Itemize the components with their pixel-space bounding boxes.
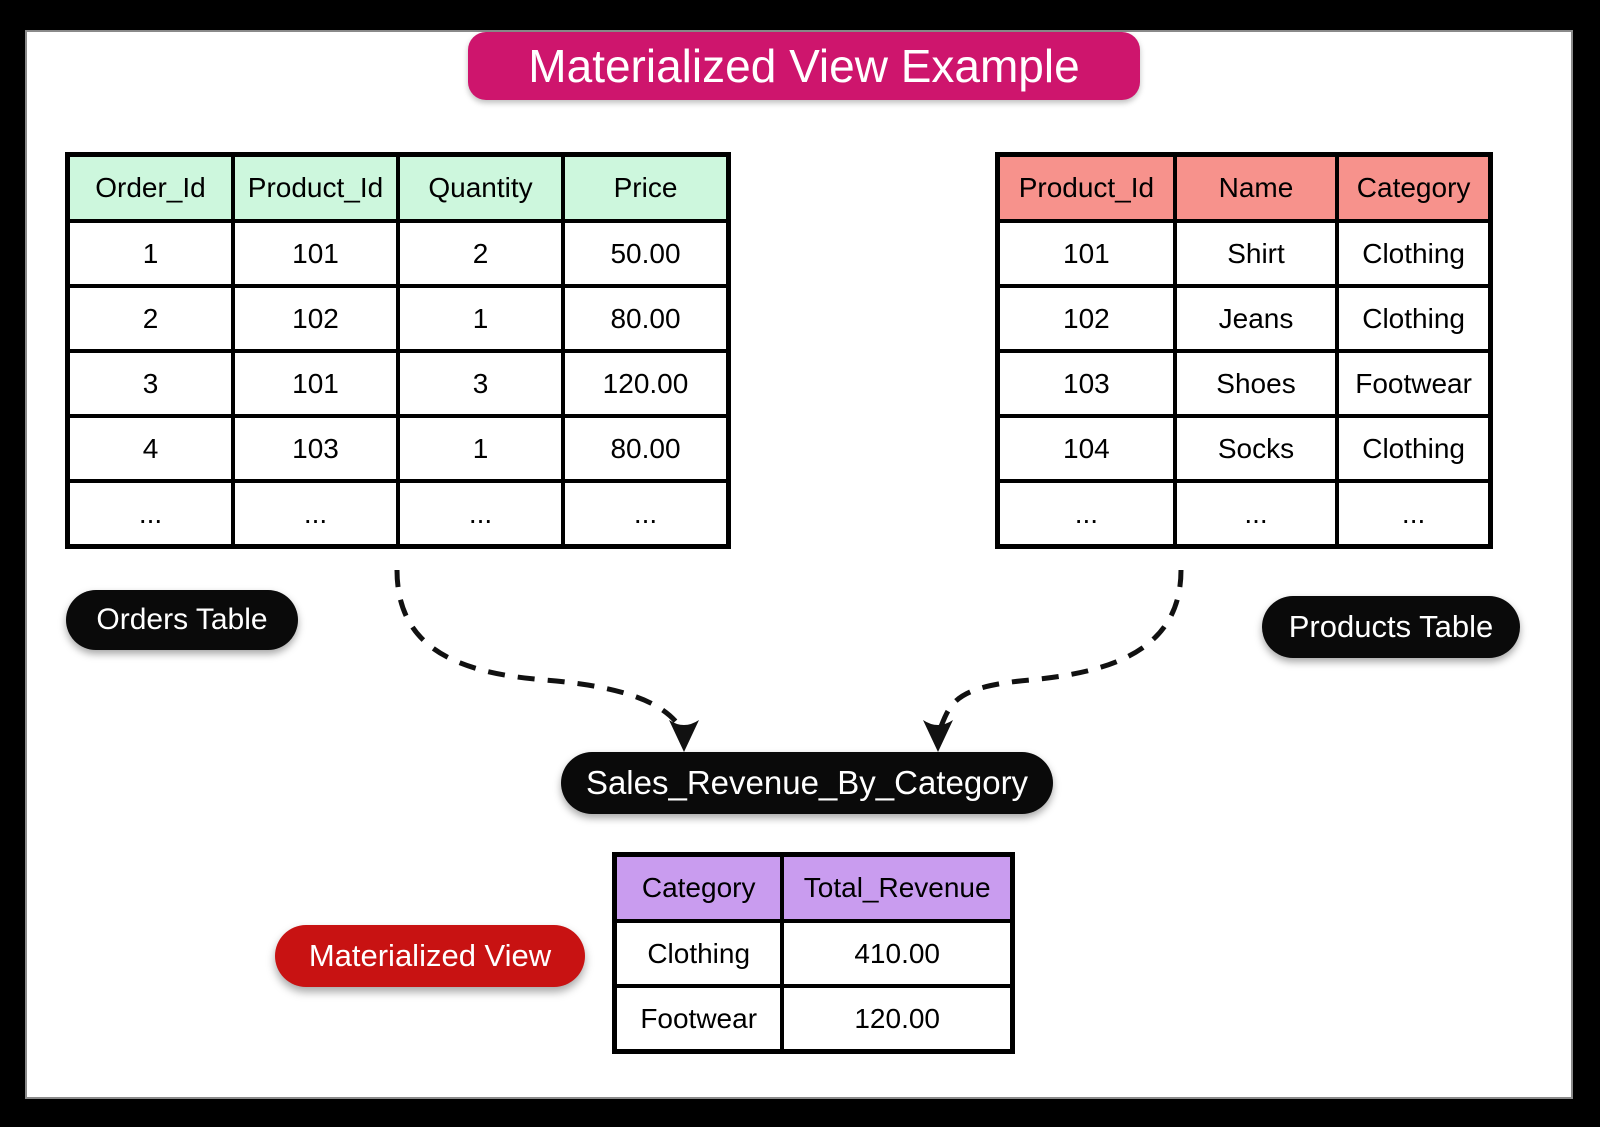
table-cell: 410.00 [780,919,1015,988]
table-cell: 1 [65,219,235,288]
table-cell: 102 [995,284,1177,353]
column-header: Quantity [395,152,565,223]
table-cell: Clothing [1335,414,1493,483]
column-header: Name [1172,152,1340,223]
column-header: Product_Id [230,152,400,223]
table-row: ............ [65,479,731,549]
table-cell: ... [65,479,235,549]
table-cell: 103 [230,414,400,483]
column-header: Category [1335,152,1493,223]
products-table-label: Products Table [1262,596,1520,658]
table-cell: 50.00 [560,219,731,288]
page-title-label: Materialized View Example [528,40,1080,92]
materialized-view-label-text: Materialized View [308,938,552,973]
table-cell: ... [995,479,1177,549]
materialized-view-label: Materialized View [275,925,585,987]
table-cell: Jeans [1172,284,1340,353]
table-cell: 80.00 [560,284,731,353]
orders-table-label-text: Orders Table [96,603,268,636]
table-cell: Shirt [1172,219,1340,288]
table-cell: Clothing [612,919,785,988]
table-cell: 2 [65,284,235,353]
table-cell: 120.00 [780,984,1015,1054]
column-header: Total_Revenue [780,852,1015,923]
column-header: Order_Id [65,152,235,223]
table-cell: 2 [395,219,565,288]
table-cell: Footwear [612,984,785,1054]
table-cell: ... [395,479,565,549]
sales-revenue-label-text: Sales_Revenue_By_Category [585,764,1029,801]
column-header: Product_Id [995,152,1177,223]
table-cell: 102 [230,284,400,353]
table-cell: ... [1172,479,1340,549]
table-cell: ... [230,479,400,549]
table-cell: Clothing [1335,284,1493,353]
table-cell: 101 [995,219,1177,288]
table-cell: 103 [995,349,1177,418]
table-cell: 4 [65,414,235,483]
products-table-label-text: Products Table [1288,609,1494,644]
table-cell: 3 [65,349,235,418]
page-title: Materialized View Example [468,32,1140,100]
column-header: Price [560,152,731,223]
table-row: ......... [995,479,1493,549]
table-cell: 120.00 [560,349,731,418]
sales-revenue-by-category-label: Sales_Revenue_By_Category [561,752,1053,814]
table-cell: Socks [1172,414,1340,483]
table-cell: 80.00 [560,414,731,483]
table-cell: 101 [230,349,400,418]
table-cell: 1 [395,414,565,483]
table-cell: 1 [395,284,565,353]
table-cell: Clothing [1335,219,1493,288]
table-cell: ... [560,479,731,549]
table-cell: 3 [395,349,565,418]
table-cell: ... [1335,479,1493,549]
column-header: Category [612,852,785,923]
table-cell: Footwear [1335,349,1493,418]
table-cell: 101 [230,219,400,288]
table-cell: Shoes [1172,349,1340,418]
table-cell: 104 [995,414,1177,483]
orders-table-label: Orders Table [66,590,298,650]
